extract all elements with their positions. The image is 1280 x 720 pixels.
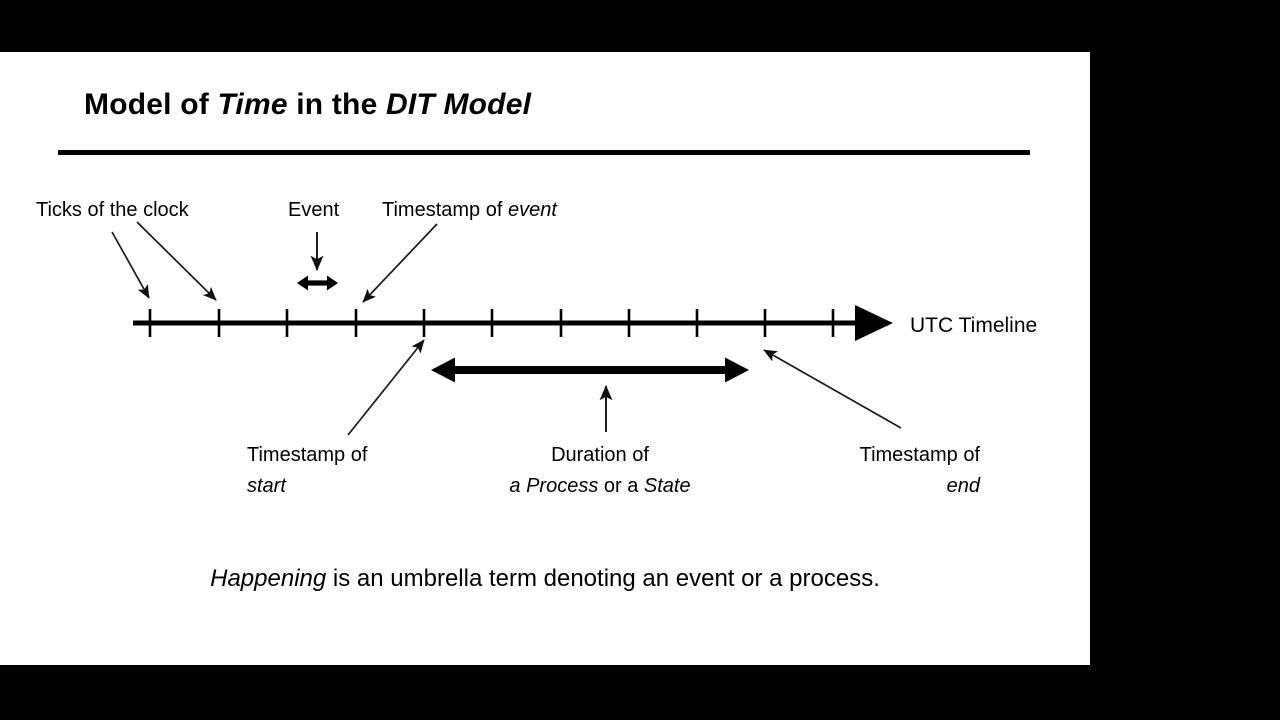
title-part-plain-2: in the <box>287 88 386 121</box>
label-timestamp-of-start: Timestamp of start <box>247 440 367 502</box>
leader-arrow-tick-1 <box>111 231 150 299</box>
title-part-italic-time: Time <box>217 88 288 121</box>
label-duration-line1: Duration of <box>551 444 649 466</box>
label-duration-state: State <box>643 475 691 497</box>
footnote-italic-word: Happening <box>210 565 327 592</box>
leader-arrow-timestamp-of-start <box>347 339 425 436</box>
label-ticks-of-the-clock: Ticks of the clock <box>36 199 189 221</box>
label-timestamp-of-end-line2: end <box>946 475 980 497</box>
label-timestamp-of-event: Timestamp of event <box>382 195 557 226</box>
event-duration-marker <box>297 275 338 291</box>
label-timestamp-of-event-italic: event <box>507 199 557 221</box>
label-timestamp-of-end-line1: Timestamp of <box>859 444 980 466</box>
label-timestamp-of-start-line2: start <box>247 475 286 497</box>
leader-arrow-tick-2 <box>136 221 217 301</box>
letterbox-bottom <box>0 665 1280 720</box>
label-timestamp-of-event-plain: Timestamp of <box>382 199 508 221</box>
duration-span-arrow <box>431 357 749 383</box>
slide-surface: Model of Time in the DIT Model Ticks of … <box>0 52 1090 665</box>
label-duration: Duration of a Process or a State <box>440 440 760 502</box>
leader-arrow-timestamp-of-event <box>362 223 438 303</box>
letterbox-right <box>1090 0 1280 720</box>
footnote-happening: Happening is an umbrella term denoting a… <box>0 565 1090 593</box>
label-duration-a: a <box>509 475 527 497</box>
title-part-italic-dit-model: DIT Model <box>386 88 532 121</box>
footnote-rest: is an umbrella term denoting an event or… <box>326 565 880 592</box>
title-underline-rule <box>58 150 1030 155</box>
label-timestamp-of-end: Timestamp of end <box>760 440 980 502</box>
page-title: Model of Time in the DIT Model <box>84 88 531 122</box>
label-duration-or-a: or a <box>598 475 644 497</box>
axis-tick-marks <box>148 309 835 337</box>
leader-arrow-timestamp-of-end <box>763 349 902 429</box>
leader-arrows-ticks-of-clock <box>111 221 217 301</box>
label-timestamp-of-start-line1: Timestamp of <box>247 444 368 466</box>
axis-label-utc-timeline: UTC Timeline <box>910 314 1038 337</box>
label-duration-process: Process <box>526 475 599 497</box>
letterbox-top <box>0 0 1280 52</box>
label-event: Event <box>288 199 340 221</box>
title-part-plain-1: Model of <box>84 88 218 121</box>
